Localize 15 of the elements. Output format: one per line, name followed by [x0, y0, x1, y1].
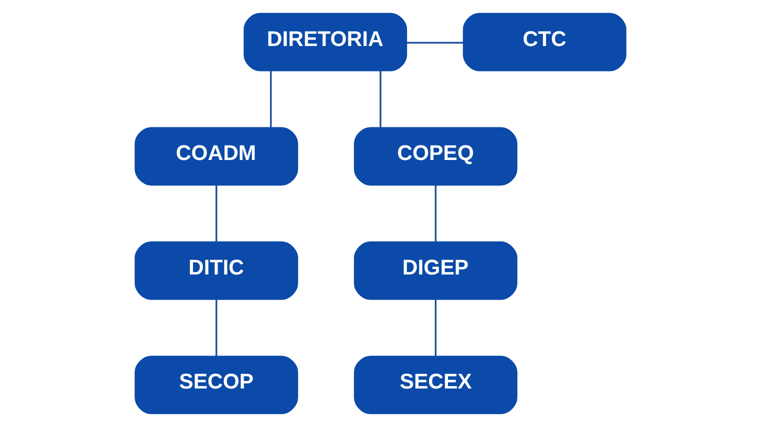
- node-box: DIRETORIA: [243, 12, 407, 72]
- node-box: COPEQ: [353, 127, 517, 186]
- connector: [434, 299, 436, 356]
- connector: [270, 70, 272, 128]
- connector: [215, 299, 217, 356]
- node-box: COADM: [134, 127, 298, 186]
- node-box: SECEX: [353, 356, 517, 414]
- connector: [215, 185, 217, 242]
- node-box: SECOP: [134, 356, 298, 414]
- node-box: DITIC: [134, 241, 298, 300]
- node-box: CTC: [462, 12, 626, 72]
- connector: [379, 70, 381, 128]
- connector: [434, 185, 436, 242]
- connector: [406, 42, 463, 44]
- node-box: DIGEP: [353, 241, 517, 300]
